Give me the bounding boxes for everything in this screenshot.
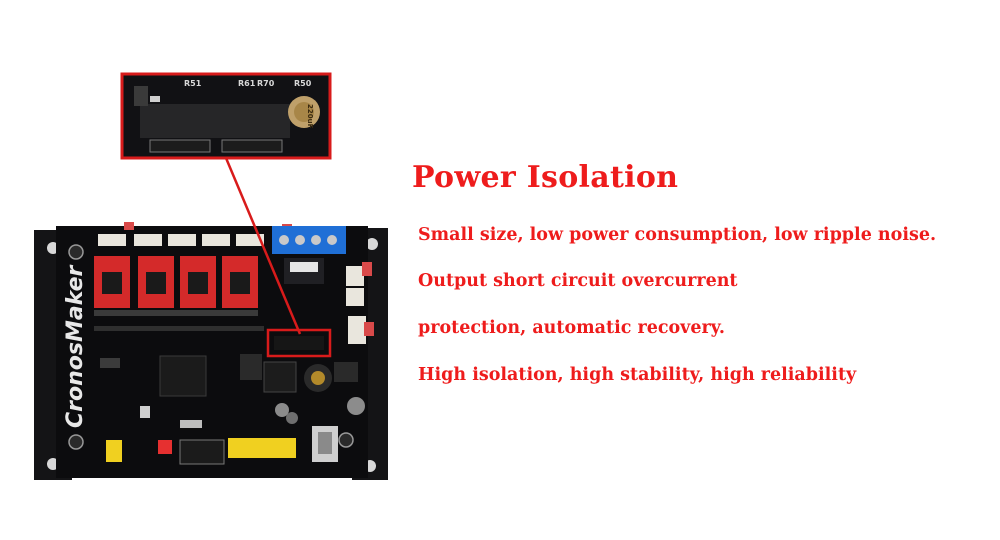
feature-line-2: Output short circuit overcurrent bbox=[418, 271, 738, 291]
bottom-connectors bbox=[106, 426, 338, 465]
zoom-callout-line bbox=[224, 157, 302, 335]
power-terminal-block bbox=[272, 226, 346, 254]
zoom-label-r51: R51 bbox=[184, 79, 202, 88]
power-section bbox=[263, 258, 365, 424]
feature-line-4: High isolation, high stability, high rel… bbox=[418, 365, 857, 385]
capacitor-label: 220uF bbox=[306, 104, 314, 129]
zoom-inset: R51 R61 R70 R50 220uF bbox=[120, 72, 332, 160]
stepper-drivers bbox=[94, 256, 264, 331]
feature-line-1: Small size, low power consumption, low r… bbox=[418, 225, 937, 245]
feature-line-3: protection, automatic recovery. bbox=[418, 318, 725, 338]
zoom-label-r61: R61 bbox=[238, 79, 256, 88]
zoom-label-r70: R70 bbox=[257, 79, 275, 88]
feature-heading: Power Isolation bbox=[412, 160, 679, 195]
zoom-label-r50: R50 bbox=[294, 79, 312, 88]
side-connectors bbox=[346, 262, 374, 344]
mcu-area bbox=[100, 354, 262, 428]
brand-silkscreen: CronosMaker bbox=[63, 265, 88, 428]
